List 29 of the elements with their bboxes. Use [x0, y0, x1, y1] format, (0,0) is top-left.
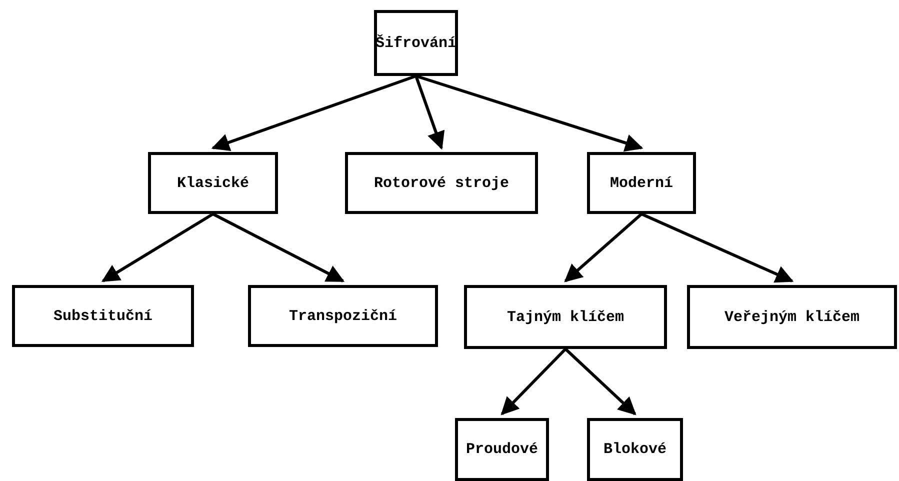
category-label: Substituční: [53, 308, 153, 324]
arrow: [564, 348, 636, 416]
category-label: Klasické: [176, 174, 249, 192]
category-label: Proudové: [466, 441, 538, 458]
category-box: [248, 285, 438, 347]
category-box: [687, 285, 897, 349]
category-label: Moderní: [610, 174, 673, 192]
category-label: Tajným klíčem: [506, 308, 624, 326]
category-box: [464, 285, 667, 349]
category-box: [148, 152, 278, 214]
category-box: [587, 152, 696, 214]
arrow: [564, 212, 642, 282]
category-box: [374, 10, 458, 76]
arrow: [414, 76, 445, 150]
arrow: [416, 74, 644, 152]
category-label: Transpoziční: [288, 308, 398, 324]
arrow: [640, 212, 794, 283]
category-box: [455, 418, 549, 481]
arrow: [500, 348, 567, 416]
category-box: [587, 418, 683, 481]
category-label: Rotorové stroje: [374, 174, 510, 192]
arrow: [212, 212, 345, 282]
category-box: [12, 285, 194, 347]
arrow: [211, 74, 416, 152]
category-label: Blokové: [603, 441, 666, 458]
arrow: [101, 212, 214, 282]
category-box: [345, 152, 538, 214]
category-label: Šifrování: [376, 34, 457, 52]
category-label: Veřejným klíčem: [724, 308, 860, 326]
